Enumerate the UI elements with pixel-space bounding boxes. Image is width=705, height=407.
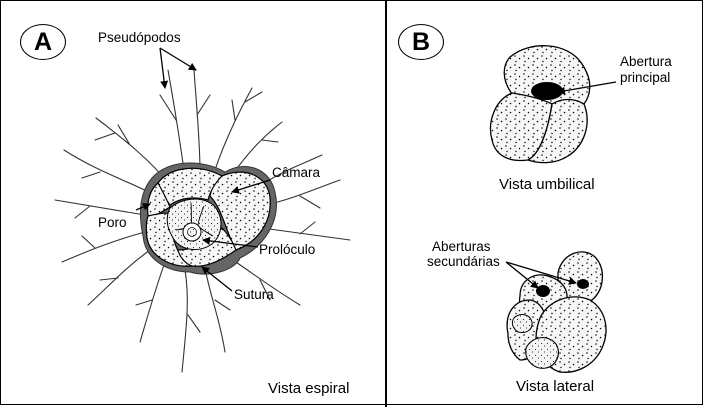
label-camara: Câmara <box>272 165 320 180</box>
lateral-shell <box>507 252 606 372</box>
main-aperture <box>531 82 563 100</box>
label-aberturas-secundarias-line2: secundárias <box>427 254 500 269</box>
umbilical-shell <box>491 46 590 163</box>
caption-vista-umbilical: Vista umbilical <box>499 176 595 193</box>
label-poro: Poro <box>98 215 127 230</box>
label-abertura-principal-line1: Abertura <box>620 54 672 69</box>
secondary-aperture-1 <box>536 285 550 297</box>
label-pseudopodos: Pseudópodos <box>98 30 181 45</box>
spiral-shell <box>140 163 276 274</box>
panel-b-badge: B <box>398 24 444 60</box>
label-sutura: Sutura <box>234 287 274 302</box>
label-aberturas-secundarias-line1: Aberturas <box>432 239 491 254</box>
label-abertura-principal-line2: principal <box>620 70 670 85</box>
caption-vista-espiral: Vista espiral <box>268 380 349 397</box>
caption-vista-lateral: Vista lateral <box>516 378 594 395</box>
secondary-aperture-2 <box>577 279 589 289</box>
label-proloculo: Prolóculo <box>259 242 315 257</box>
panel-a-badge: A <box>20 24 66 60</box>
